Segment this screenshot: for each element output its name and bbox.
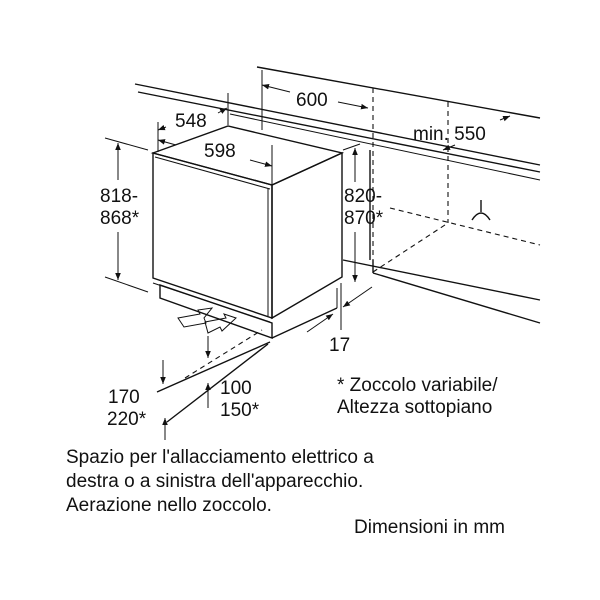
socket-icon bbox=[471, 200, 491, 221]
vent-label-a: 100 bbox=[220, 378, 252, 399]
niche-height-label-a: 820- bbox=[344, 186, 382, 207]
door-offset-label: 17 bbox=[329, 335, 350, 356]
min-depth-label: min. 550 bbox=[413, 124, 486, 145]
depth-label: 548 bbox=[175, 111, 207, 132]
width-label: 598 bbox=[204, 141, 236, 162]
niche-height-label-b: 870* bbox=[344, 208, 384, 229]
vent-label-b: 150* bbox=[220, 400, 260, 421]
note-line-3: Aerazione nello zoccolo. bbox=[66, 495, 272, 516]
dimension-lines bbox=[104, 70, 511, 440]
units-label: Dimensioni in mm bbox=[354, 517, 505, 538]
footnote-line-2: Altezza sottopiano bbox=[337, 397, 492, 418]
height-label-b: 868* bbox=[100, 208, 140, 229]
airflow-arrows bbox=[177, 307, 237, 334]
plinth-label-b: 220* bbox=[107, 409, 147, 430]
niche-walls bbox=[342, 88, 541, 324]
niche-width-label: 600 bbox=[296, 90, 328, 111]
footnote-line-1: * Zoccolo variabile/ bbox=[337, 375, 498, 396]
note-line-2: destra o a sinistra dell'apparecchio. bbox=[66, 471, 364, 492]
plinth-label-a: 170 bbox=[108, 387, 140, 408]
note-line-1: Spazio per l'allacciamento elettrico a bbox=[66, 447, 374, 468]
countertop bbox=[134, 66, 541, 181]
appliance bbox=[150, 125, 345, 339]
height-label-a: 818- bbox=[100, 186, 138, 207]
